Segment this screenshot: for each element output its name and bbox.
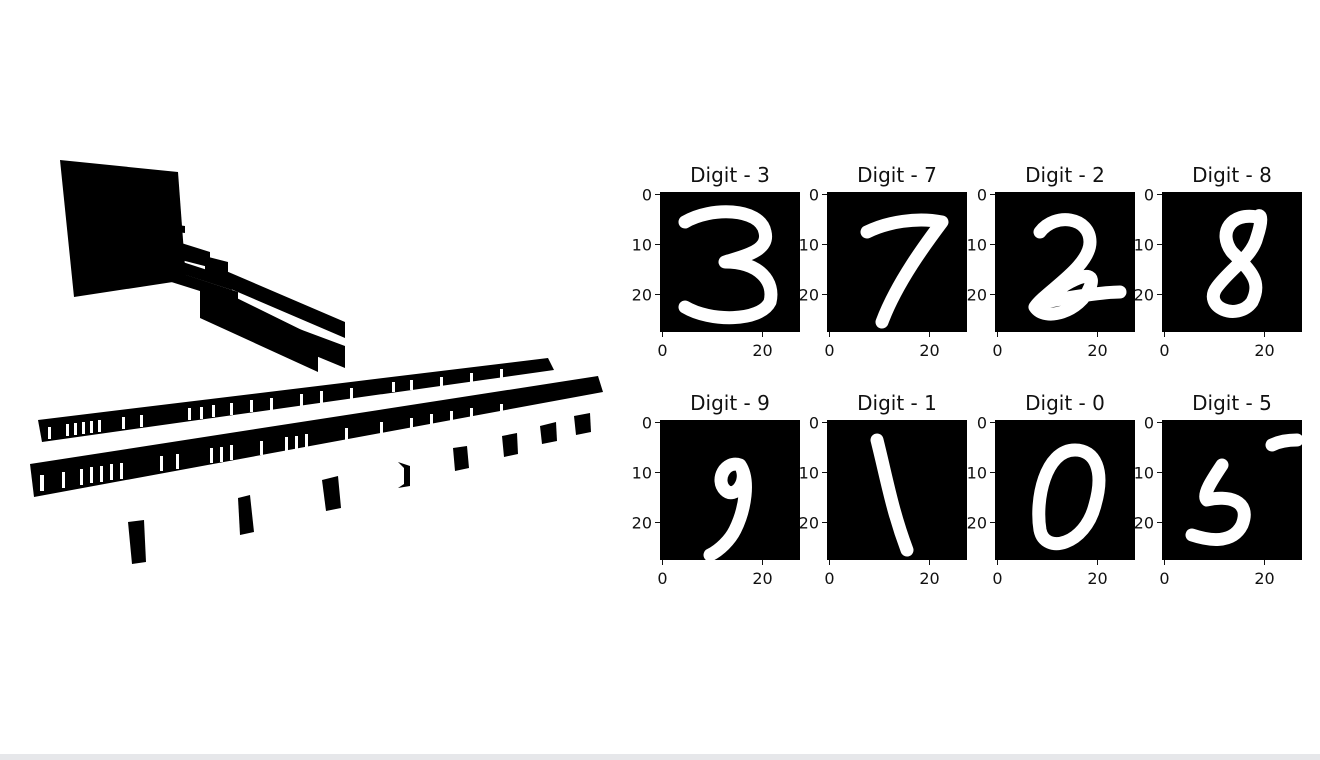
handwritten-digit-0 [1032,443,1106,551]
output-nodes [128,413,591,564]
x-tick-label: 20 [752,569,772,588]
y-tick-label: 0 [977,186,987,205]
handwritten-digit-7 [860,213,949,329]
y-tick-label: 10 [632,236,652,255]
x-tick-label: 0 [1159,569,1169,588]
bottom-bar [0,754,1320,760]
digit-title: Digit - 2 [1025,163,1105,187]
dense-layer-bars [30,358,603,497]
x-tick-label: 20 [752,341,772,360]
x-tick-label: 20 [919,341,939,360]
y-tick-label: 10 [967,464,987,483]
digit-panel-9: Digit - 9 0 10 20 0 20 [632,391,800,588]
y-tick-label: 10 [799,236,819,255]
y-tick-label: 0 [1144,186,1154,205]
x-tick-label: 0 [824,569,834,588]
x-tick-label: 0 [992,569,1002,588]
x-tick-label: 20 [1254,341,1274,360]
y-tick-label: 10 [799,464,819,483]
y-tick-label: 0 [977,414,987,433]
handwritten-digit-8 [1206,209,1268,318]
x-tick-label: 0 [824,341,834,360]
y-tick-label: 10 [1134,464,1154,483]
y-tick-label: 0 [642,414,652,433]
y-tick-label: 20 [967,514,987,533]
x-tick-label: 0 [992,341,1002,360]
x-tick-label: 0 [657,341,667,360]
y-tick-label: 10 [967,236,987,255]
conv-feature-maps [125,218,345,372]
handwritten-digit-9 [703,457,752,562]
x-tick-label: 20 [1254,569,1274,588]
x-tick-label: 20 [1087,341,1107,360]
digit-panel-3: Digit - 3 0 10 20 0 20 [632,163,800,360]
digit-title: Digit - 5 [1192,391,1272,415]
handwritten-digit-5 [1185,433,1304,546]
y-tick-label: 20 [799,286,819,305]
digit-panel-1: Digit - 1 0 10 20 0 20 [799,391,967,588]
y-tick-label: 0 [1144,414,1154,433]
digit-title: Digit - 9 [690,391,770,415]
digit-panel-5: Digit - 5 0 10 20 0 20 [1134,391,1304,588]
handwritten-digit-2 [1028,213,1127,321]
digit-panel-7: Digit - 7 0 10 20 0 20 [799,163,967,360]
y-tick-label: 20 [632,286,652,305]
y-tick-label: 0 [809,414,819,433]
digit-image [827,192,967,332]
y-tick-label: 20 [799,514,819,533]
digit-title: Digit - 7 [857,163,937,187]
y-tick-label: 20 [1134,286,1154,305]
neural-network-3d-icon [30,160,603,564]
digit-panel-0: Digit - 0 0 10 20 0 20 [967,391,1135,588]
digit-title: Digit - 8 [1192,163,1272,187]
y-tick-label: 20 [967,286,987,305]
input-layer-plane [60,160,186,297]
digit-panel-8: Digit - 8 0 10 20 0 20 [1134,163,1302,360]
digit-title: Digit - 3 [690,163,770,187]
digit-panel-2: Digit - 2 0 10 20 0 20 [967,163,1135,360]
neural-network-illustration [30,160,603,564]
digit-title: Digit - 1 [857,391,937,415]
digit-title: Digit - 0 [1025,391,1105,415]
y-tick-label: 10 [1134,236,1154,255]
handwritten-digit-3 [678,205,778,325]
handwritten-digit-1 [870,433,914,557]
y-tick-label: 0 [809,186,819,205]
y-tick-label: 20 [632,514,652,533]
x-tick-label: 0 [657,569,667,588]
x-tick-label: 0 [1159,341,1169,360]
x-tick-label: 20 [1087,569,1107,588]
y-tick-label: 10 [632,464,652,483]
y-tick-label: 20 [1134,514,1154,533]
x-tick-label: 20 [919,569,939,588]
y-tick-label: 0 [642,186,652,205]
